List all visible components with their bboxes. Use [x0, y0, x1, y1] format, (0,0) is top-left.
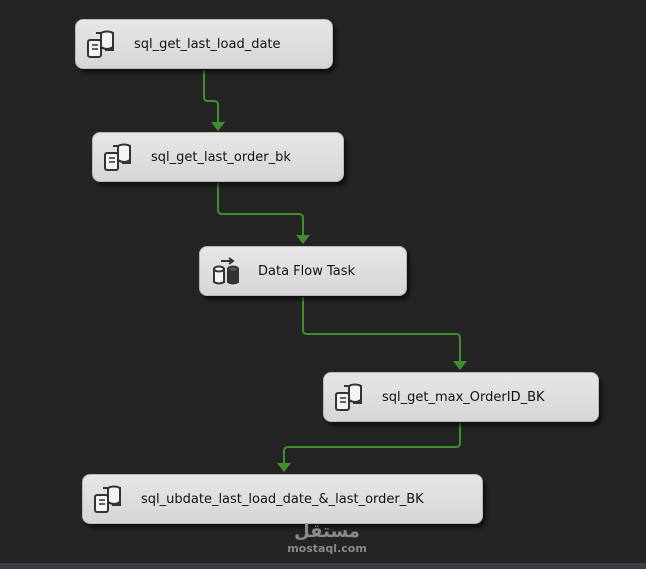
task-sql-get-max-orderid-bk[interactable]: sql_get_max_OrderID_BK [323, 372, 599, 422]
task-sql-get-last-load-date[interactable]: sql_get_last_load_date [75, 19, 333, 69]
execute-sql-task-icon [93, 483, 125, 515]
precedence-constraint-arrow[interactable] [217, 183, 304, 237]
execute-sql-task-icon [334, 381, 366, 413]
task-label: Data Flow Task [258, 263, 356, 279]
arrowhead-icon [277, 463, 291, 472]
precedence-constraint-arrow[interactable] [283, 423, 461, 465]
bottom-scrollbar[interactable] [0, 563, 646, 569]
task-sql-ubdate-last-load-date-last-order-bk[interactable]: sql_ubdate_last_load_date_&_last_order_B… [82, 474, 483, 524]
task-label: sql_get_max_OrderID_BK [382, 389, 545, 405]
execute-sql-task-icon [86, 28, 118, 60]
data-flow-task-icon [210, 255, 242, 287]
task-sql-get-last-order-bk[interactable]: sql_get_last_order_bk [92, 132, 344, 182]
task-data-flow[interactable]: Data Flow Task [199, 246, 407, 296]
task-label: sql_get_last_load_date [134, 36, 281, 52]
execute-sql-task-icon [103, 141, 135, 173]
arrowhead-icon [296, 235, 310, 244]
precedence-constraint-arrow[interactable] [203, 70, 219, 124]
task-label: sql_get_last_order_bk [151, 149, 291, 165]
watermark: مستقل mostaql.com [282, 521, 372, 556]
watermark-url: mostaql.com [287, 542, 367, 555]
precedence-constraint-arrow[interactable] [302, 297, 461, 363]
arrowhead-icon [211, 122, 225, 131]
arrowhead-icon [453, 361, 467, 370]
task-label: sql_ubdate_last_load_date_&_last_order_B… [141, 491, 424, 507]
watermark-logo: مستقل [294, 521, 360, 542]
